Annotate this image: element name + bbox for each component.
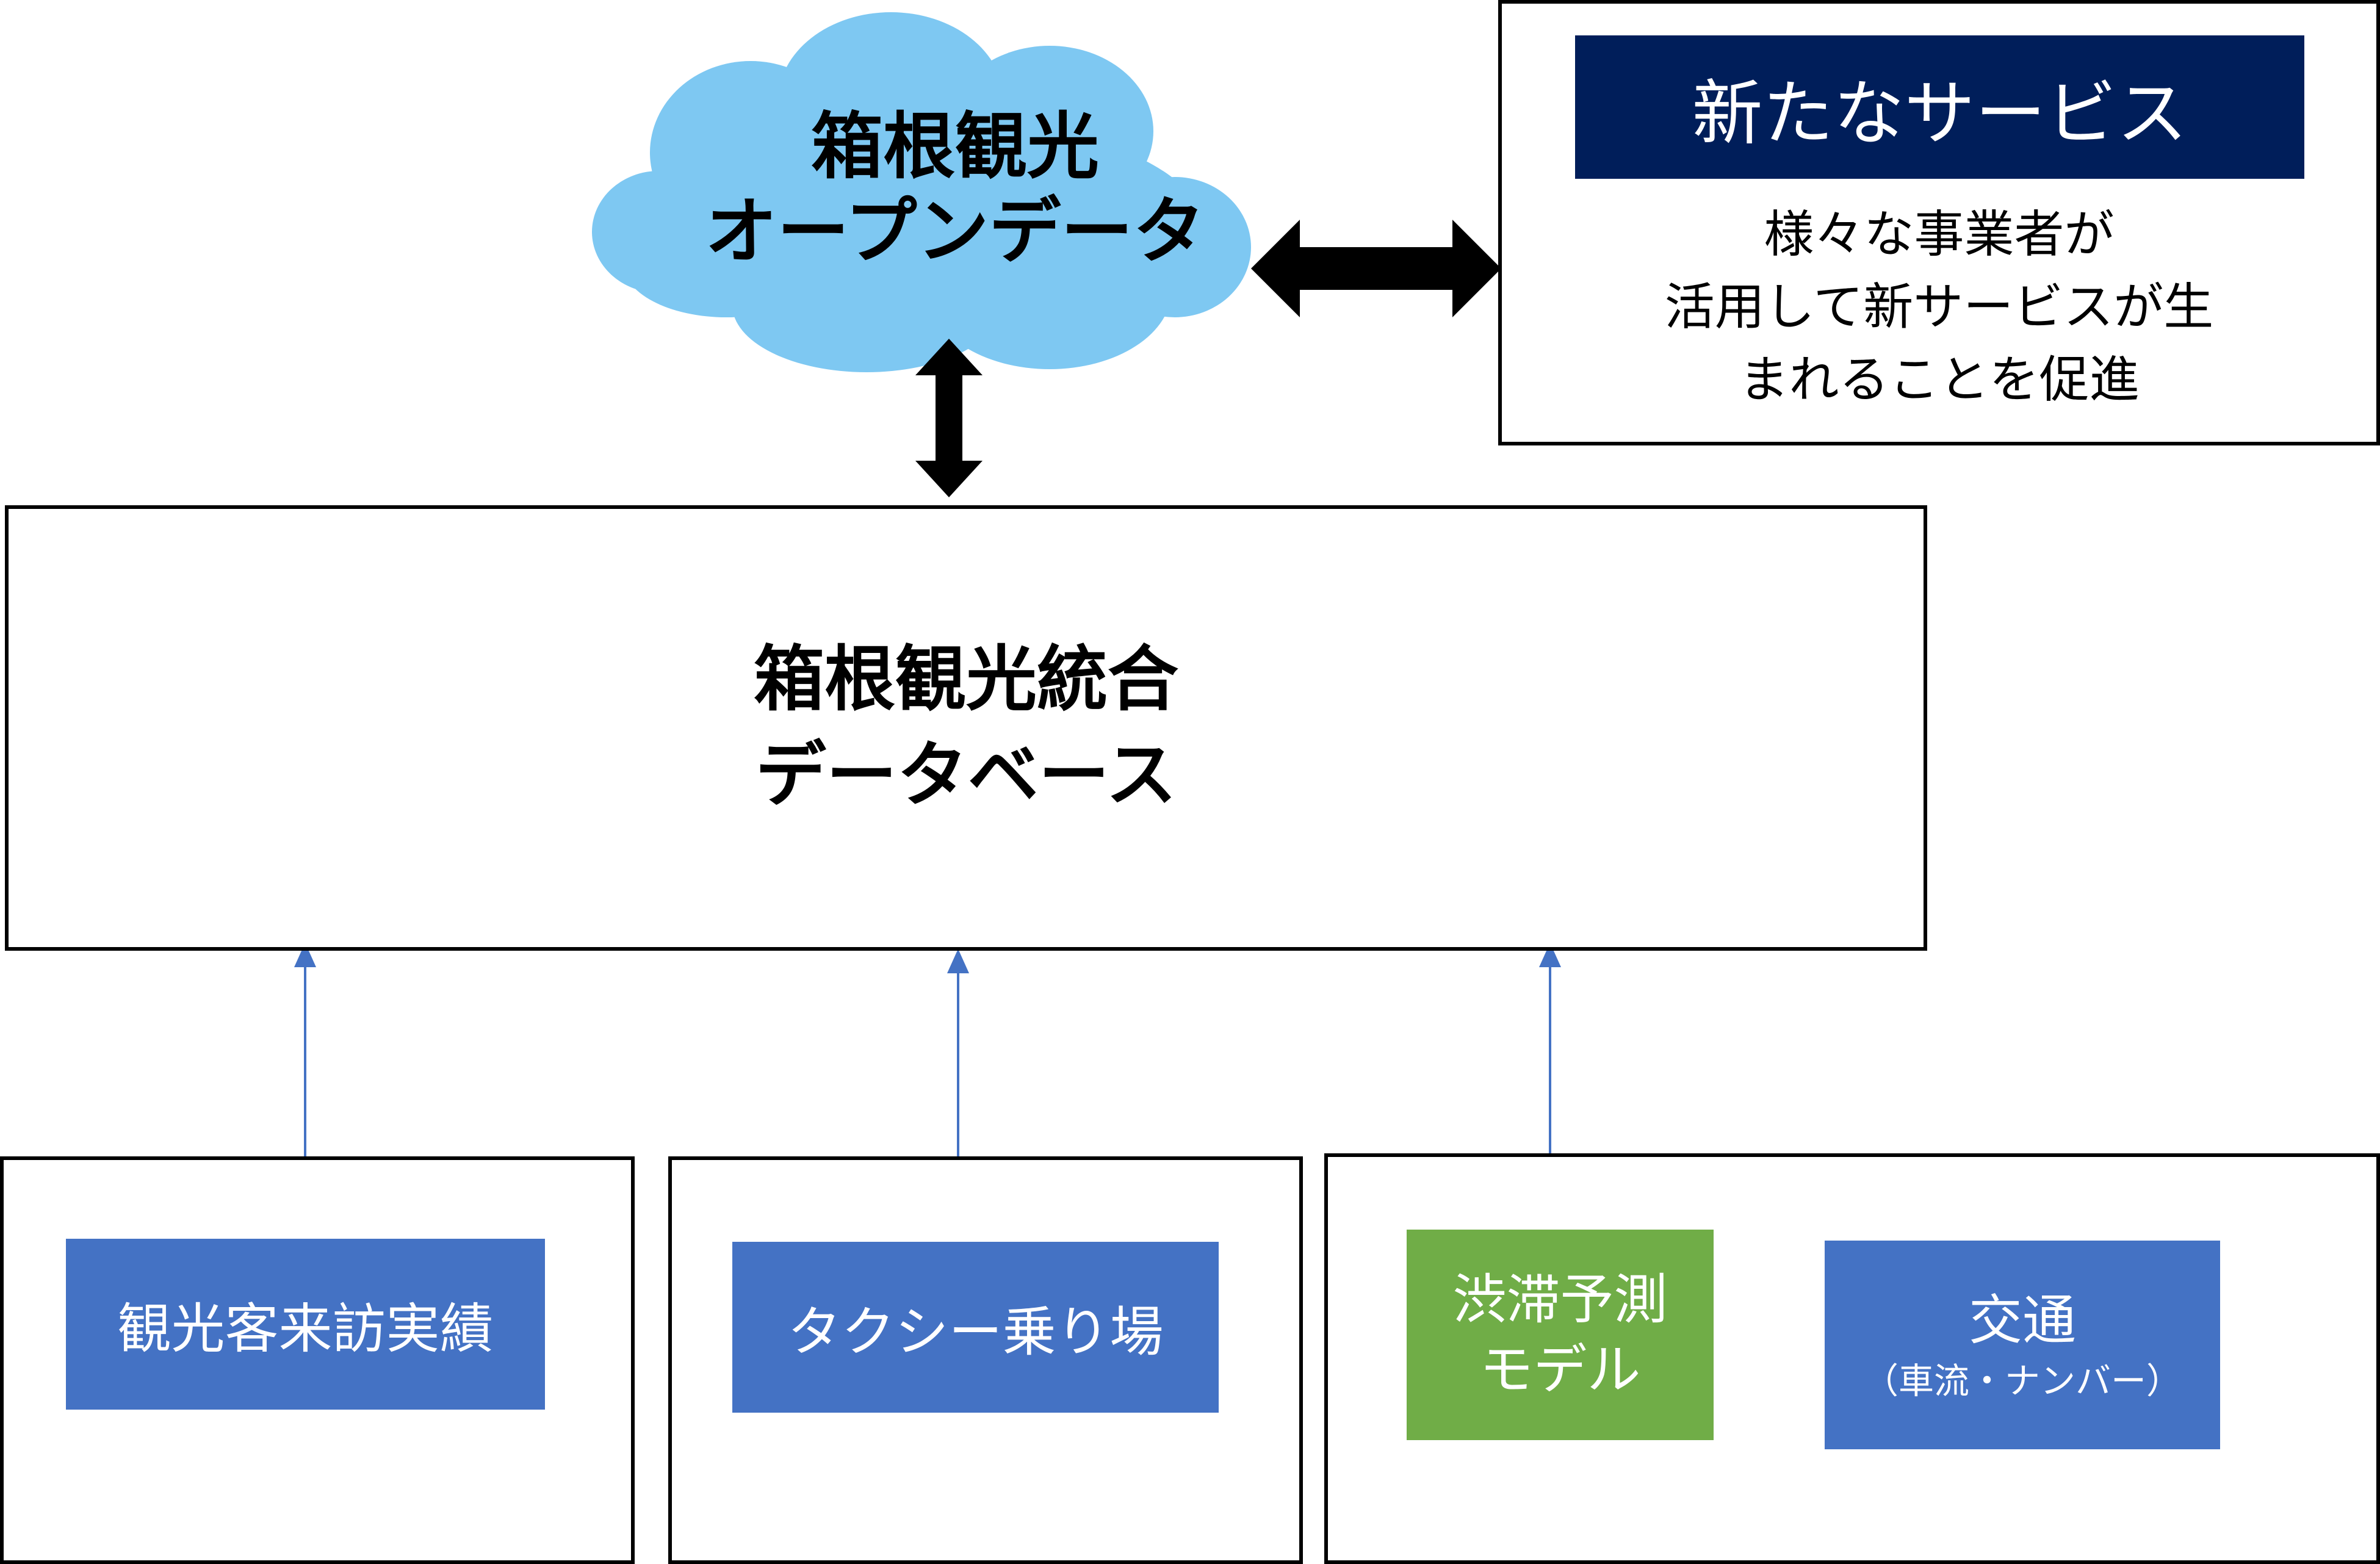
congestion-model-box: 渋滞予測 モデル (1407, 1230, 1714, 1440)
visitor-record-label: 観光客来訪実績 (117, 1297, 494, 1360)
congestion-model-line2: モデル (1479, 1338, 1641, 1401)
service-line-2: 活用して新サービスが生 (1664, 278, 2214, 336)
new-service-box: 新たなサービス 様々な事業者が 活用して新サービスが生 まれることを促進 (1498, 0, 2380, 445)
database-title-line1: 箱根観光統合 (754, 638, 1178, 721)
traffic-label-line2: （車流・ナンバー） (1863, 1360, 2182, 1402)
integrated-database-box: 箱根観光統合 データベース (5, 505, 1927, 951)
traffic-box: 交通 （車流・ナンバー） (1825, 1241, 2220, 1449)
traffic-label-line1: 交通 (1968, 1289, 2076, 1352)
congestion-model-line1: 渋滞予測 (1452, 1268, 1668, 1332)
service-line-1: 様々な事業者が (1764, 206, 2115, 264)
cloud-title-line2: オープンデータ (705, 189, 1205, 273)
new-service-title: 新たなサービス (1692, 72, 2188, 155)
service-line-3: まれることを促進 (1739, 350, 2140, 409)
cloud-label: 箱根観光 オープンデータ (702, 85, 1208, 293)
new-service-description: 様々な事業者が 活用して新サービスが生 まれることを促進 (1502, 199, 2376, 417)
double-arrow-horizontal (1251, 220, 1501, 317)
cloud-title-line1: 箱根観光 (810, 104, 1099, 189)
database-title-line2: データベース (755, 734, 1177, 816)
taxi-stand-label: タクシー乗り場 (787, 1300, 1164, 1363)
new-service-header: 新たなサービス (1575, 35, 2304, 179)
double-arrow-vertical (915, 339, 983, 497)
visitor-record-box: 観光客来訪実績 (66, 1239, 545, 1410)
cloud-shape (592, 12, 1251, 372)
taxi-stand-box: タクシー乗り場 (732, 1242, 1219, 1413)
